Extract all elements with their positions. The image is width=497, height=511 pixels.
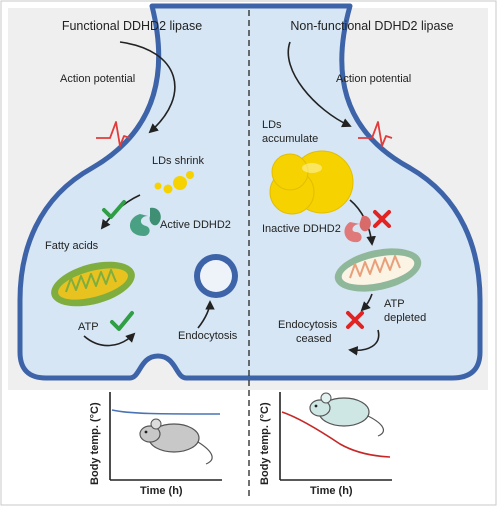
shrinking-lipid-droplets [154,171,194,194]
endocytosis-ceased-line2: ceased [296,333,331,345]
mitochondrion-left [51,261,135,307]
active-ddhd2-label: Active DDHD2 [160,219,231,231]
chart-right-ylabel: Body temp. (°C) [259,402,271,485]
cross-icon [346,311,364,329]
right-action-potential-spike [358,121,393,147]
chart-right-xlabel: Time (h) [310,485,353,497]
atp-depleted-line1: ATP [384,298,405,310]
mouse-icon [309,392,385,437]
atp-arrow [83,332,136,347]
accumulated-lipid-droplets [269,150,354,215]
endocytosis-ceased-arrow [348,329,380,356]
cross-icon [373,210,391,228]
endocytosis-label: Endocytosis [178,330,238,342]
chart-left-ylabel: Body temp. (°C) [89,402,101,485]
left-action-potential-arrow [119,41,176,134]
right-action-potential-label: Action potential [336,73,411,85]
check-icon [110,311,134,331]
mouse-icon [139,418,213,465]
vesicle [194,254,238,298]
mitochondrion-atp-arrow [360,293,373,312]
atp-depleted-line2: depleted [384,312,426,324]
chart-left-xlabel: Time (h) [140,485,183,497]
lds-shrink-label: LDs shrink [152,155,204,167]
atp-label: ATP [78,321,99,333]
right-panel-title: Non-functional DDHD2 lipase [290,19,453,33]
fatty-acids-label: Fatty acids [45,240,99,252]
lds-label-line1: LDs [262,119,282,131]
inactive-ddhd2-label: Inactive DDHD2 [262,223,341,235]
chart-right: Body temp. (°C) Time (h) [259,392,392,497]
mitochondrion-right [334,248,422,292]
chart-left: Body temp. (°C) Time (h) [89,392,222,497]
inactive-lipase [344,215,371,243]
endocytosis-arrow [197,300,215,329]
left-panel-title: Functional DDHD2 lipase [62,19,202,33]
chart-right-series-line [281,411,391,458]
right-action-potential-arrow [287,41,352,128]
chart-left-series-line [111,409,221,415]
lds-label-line2: accumulate [262,133,318,145]
left-action-potential-spike [96,121,131,147]
check-icon [102,200,126,219]
endocytosis-ceased-line1: Endocytosis [278,319,338,331]
left-action-potential-label: Action potential [60,73,135,85]
active-lipase [129,207,161,236]
